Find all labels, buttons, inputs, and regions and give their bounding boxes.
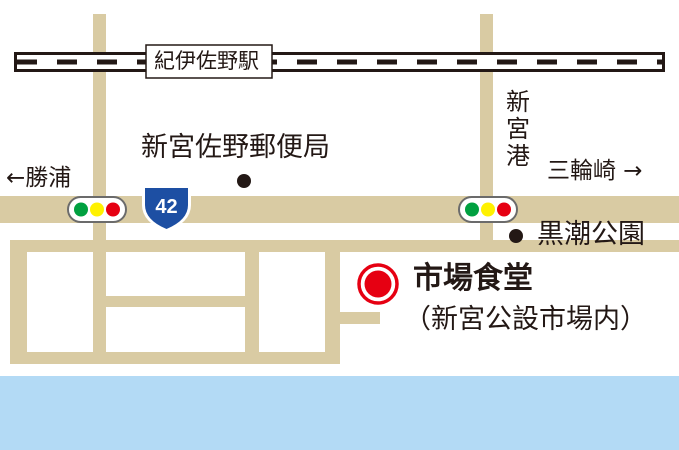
- destination-name: 市場食堂: [413, 261, 533, 296]
- service-road-top: [10, 240, 679, 252]
- traffic-signal-right: [458, 196, 518, 223]
- post-office-label: 新宮佐野郵便局: [141, 132, 330, 163]
- service-road-left: [10, 240, 27, 364]
- destination-note: （新宮公設市場内）: [404, 304, 647, 335]
- right-direction-label: 三輪崎 →: [547, 158, 643, 184]
- service-road-market: [340, 312, 380, 324]
- service-road-inner-b: [325, 240, 340, 364]
- route-42-shield-icon: 42: [142, 185, 191, 232]
- park-dot-icon: [509, 229, 523, 243]
- service-road-bottom: [10, 352, 340, 364]
- sea: [0, 376, 679, 450]
- post-office-dot-icon: [237, 174, 251, 188]
- road-left-vertical: [93, 14, 106, 360]
- destination-marker-icon: [357, 263, 399, 305]
- left-direction-label: ←勝浦: [6, 165, 72, 191]
- railway: [14, 52, 665, 72]
- station-label: 紀伊佐野駅: [154, 49, 259, 73]
- traffic-signal-left: [67, 196, 127, 223]
- station-box: [145, 44, 273, 79]
- service-road-cross: [93, 296, 259, 307]
- port-vertical-label: 新宮港: [506, 88, 530, 170]
- route-number: 42: [155, 196, 177, 218]
- park-label: 黒潮公園: [537, 219, 645, 250]
